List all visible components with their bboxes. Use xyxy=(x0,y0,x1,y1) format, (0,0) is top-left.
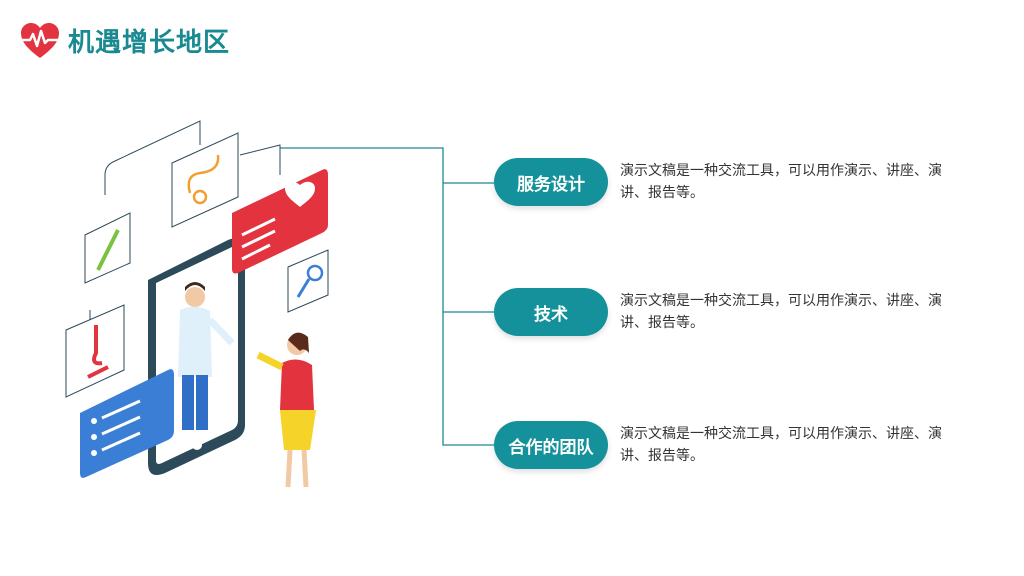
item-description: 演示文稿是一种交流工具，可以用作演示、讲座、演讲、报告等。 xyxy=(620,163,942,201)
header: 机遇增长地区 xyxy=(18,18,230,62)
list-item: 技术 演示文稿是一种交流工具，可以用作演示、讲座、演讲、报告等。 xyxy=(494,288,965,336)
list-item: 合作的团队 演示文稿是一种交流工具，可以用作演示、讲座、演讲、报告等。 xyxy=(494,421,965,469)
syringe-icon xyxy=(84,212,131,284)
heart-pulse-icon xyxy=(21,23,59,58)
microscope-icon xyxy=(65,304,125,398)
item-pill-technology[interactable]: 技术 xyxy=(494,288,608,336)
document-icon xyxy=(80,369,174,478)
doctor-figure xyxy=(178,282,235,430)
woman-figure xyxy=(256,332,316,488)
heart-pulse-icon xyxy=(232,169,328,274)
list-item: 服务设计 演示文稿是一种交流工具，可以用作演示、讲座、演讲、报告等。 xyxy=(494,158,965,206)
item-pill-team[interactable]: 合作的团队 xyxy=(494,421,608,469)
magnifier-icon xyxy=(287,249,329,313)
page-title: 机遇增长地区 xyxy=(68,27,231,58)
item-pill-service-design[interactable]: 服务设计 xyxy=(494,158,608,206)
stethoscope-icon xyxy=(171,132,239,228)
item-description: 演示文稿是一种交流工具，可以用作演示、讲座、演讲、报告等。 xyxy=(620,426,942,464)
medical-illustration xyxy=(65,120,329,488)
item-description: 演示文稿是一种交流工具，可以用作演示、讲座、演讲、报告等。 xyxy=(620,293,942,331)
